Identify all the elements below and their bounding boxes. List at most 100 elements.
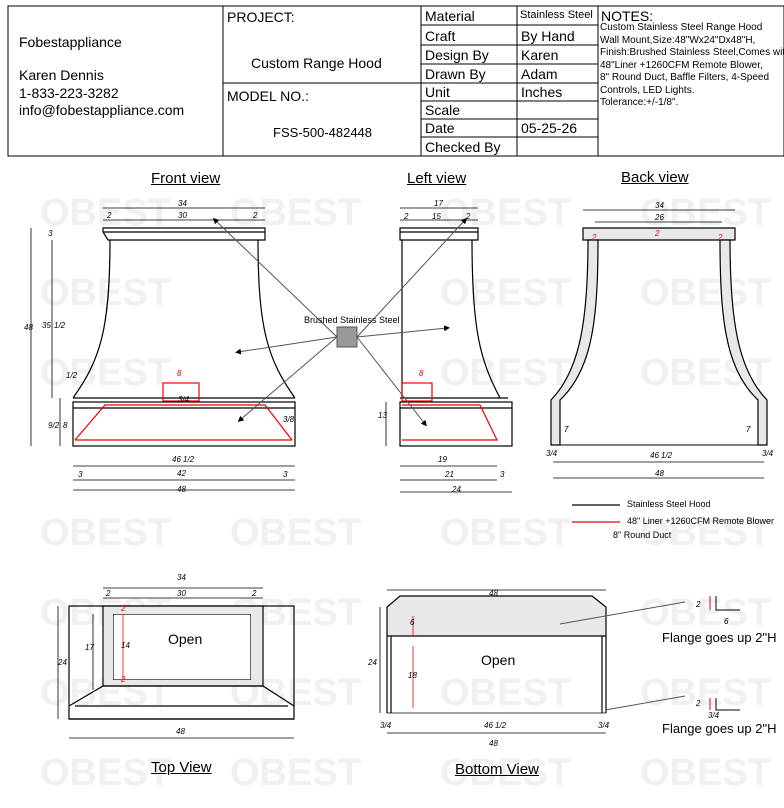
material-callout-lines: [212, 217, 468, 427]
back-dim-side: 2: [717, 233, 723, 242]
front-dim-side: 2: [252, 211, 258, 220]
front-dim-base: 9/2: [48, 421, 60, 430]
left-dim-depth: 24: [451, 485, 461, 494]
left-dim-leg: 3: [500, 470, 505, 479]
bottom-dim-18: 18: [408, 671, 417, 680]
note-line: 48"Liner +1260CFM Remote Blower,: [600, 59, 763, 71]
front-dim-inner: 30: [178, 211, 187, 220]
spec-value-material: Stainless Steel: [520, 9, 593, 21]
top-dim-side: 2: [120, 675, 126, 684]
model-value: FSS-500-482448: [273, 125, 373, 140]
front-dimensions: [30, 207, 295, 491]
back-dim-top: 34: [655, 201, 664, 210]
contact-email: info@fobestappliance.com: [19, 102, 185, 118]
notes-body: Custom Stainless Steel Range Hood Wall M…: [600, 22, 784, 110]
front-dim-frac: 1/2: [54, 321, 66, 330]
bottom-view-open-label: Open: [481, 652, 516, 668]
flange-dim-6: 6: [724, 617, 729, 626]
top-dim-width: 48: [176, 727, 185, 736]
front-dim-liner-frac: 1/2: [183, 455, 195, 464]
top-view-open-label: Open: [168, 631, 203, 647]
spec-label-material: Material: [425, 8, 475, 24]
legend-liner-2: 8" Round Duct: [613, 530, 672, 540]
flange-note-bottom: Flange goes up 2"H: [662, 721, 777, 736]
front-dim-side: 2: [106, 211, 112, 220]
material-callout: Brushed Stainless Steel: [304, 315, 400, 325]
spec-label-design: Design By: [425, 47, 489, 63]
bottom-dim-liner-w: 46: [484, 721, 493, 730]
front-dim-liner-w: 46: [172, 455, 181, 464]
svg-text:OBEST: OBEST: [440, 512, 571, 554]
front-dim-inner-w: 42: [177, 469, 186, 478]
contact-phone: 1-833-223-3282: [19, 85, 119, 101]
top-dim-top: 34: [177, 573, 186, 582]
bottom-dim-liner-frac: 1/2: [495, 721, 507, 730]
svg-text:OBEST: OBEST: [40, 192, 171, 234]
left-dim-side: 2: [403, 212, 409, 221]
flange-dim-34: 3/4: [708, 711, 720, 720]
spec-value-date: 05-25-26: [521, 120, 578, 136]
bottom-dim-frac: 3/4: [598, 721, 610, 730]
back-dim-liner-frac: 1/2: [661, 451, 673, 460]
back-dim-frac: 3/4: [546, 449, 558, 458]
bottom-view-title: Bottom View: [455, 761, 539, 778]
bottom-dim-frac: 3/4: [380, 721, 392, 730]
front-dim-upper: 35: [42, 321, 51, 330]
back-dimensions: [553, 209, 764, 479]
flange-note-top: Flange goes up 2"H: [662, 630, 777, 645]
top-dim-depth: 24: [57, 658, 67, 667]
spec-label-scale: Scale: [425, 102, 461, 118]
back-dim-side: 2: [654, 229, 660, 238]
front-dim-leg: 3: [78, 470, 83, 479]
back-dim-liner-w: 46: [650, 451, 659, 460]
note-line: Controls, LED Lights.: [600, 84, 695, 96]
back-dim-leg: 7: [746, 425, 751, 434]
contact-name: Karen Dennis: [19, 67, 104, 83]
svg-text:OBEST: OBEST: [640, 752, 771, 794]
front-view-drawing: [72, 227, 296, 447]
legend-hood: Stainless Steel Hood: [627, 499, 711, 509]
left-view-drawing: [399, 227, 513, 447]
project-label: PROJECT:: [227, 9, 295, 25]
svg-text:OBEST: OBEST: [640, 592, 771, 634]
back-dim-width: 48: [655, 469, 664, 478]
front-dim-leg: 3: [283, 470, 288, 479]
svg-text:OBEST: OBEST: [40, 272, 171, 314]
note-line: Custom Stainless Steel Range Hood: [600, 22, 763, 33]
svg-text:OBEST: OBEST: [40, 512, 171, 554]
svg-text:OBEST: OBEST: [440, 672, 571, 714]
note-line: Wall Mount,Size:48"Wx24"Dx48"H,: [600, 34, 756, 46]
top-dim-14: 14: [121, 641, 130, 650]
back-dim-side: 2: [591, 233, 597, 242]
flange-details: [559, 596, 740, 711]
flange-dim-2: 2: [695, 600, 701, 609]
spec-value-craft: By Hand: [521, 28, 575, 44]
note-line: 8" Round Duct, Baffle Filters, 4-Speed: [600, 72, 770, 83]
front-dim-liner-h: 8: [63, 421, 68, 430]
watermark: OBEST OBEST OBEST OBEST OBEST OBEST OBEST OBE…: [40, 192, 771, 794]
top-view-title: Top View: [151, 759, 212, 776]
spec-label-date: Date: [425, 120, 455, 136]
front-dim-crown: 3: [48, 229, 53, 238]
svg-text:OBEST: OBEST: [640, 672, 771, 714]
left-dim-duct: 8: [419, 369, 424, 378]
note-line: Finish:Brushed Stainless Steel,Comes wit…: [600, 47, 784, 58]
front-dim-half: 1/2: [66, 371, 78, 380]
left-dimensions: [385, 207, 512, 493]
svg-text:OBEST: OBEST: [640, 272, 771, 314]
svg-text:OBEST: OBEST: [440, 752, 571, 794]
front-view-title: Front view: [151, 170, 221, 187]
bottom-view-drawing: [379, 589, 607, 734]
bottom-dim-width: 48: [489, 739, 498, 748]
left-dim-top: 17: [434, 199, 443, 208]
svg-text:OBEST: OBEST: [230, 512, 361, 554]
title-block: [7, 5, 784, 157]
bottom-dim-width: 48: [489, 589, 498, 598]
svg-text:OBEST: OBEST: [440, 192, 571, 234]
front-dim-width: 48: [177, 485, 186, 494]
project-value: Custom Range Hood: [251, 55, 382, 71]
spec-value-unit: Inches: [521, 84, 563, 100]
spec-label-craft: Craft: [425, 28, 456, 44]
note-line: Tolerance:+/-1/8".: [600, 97, 679, 108]
